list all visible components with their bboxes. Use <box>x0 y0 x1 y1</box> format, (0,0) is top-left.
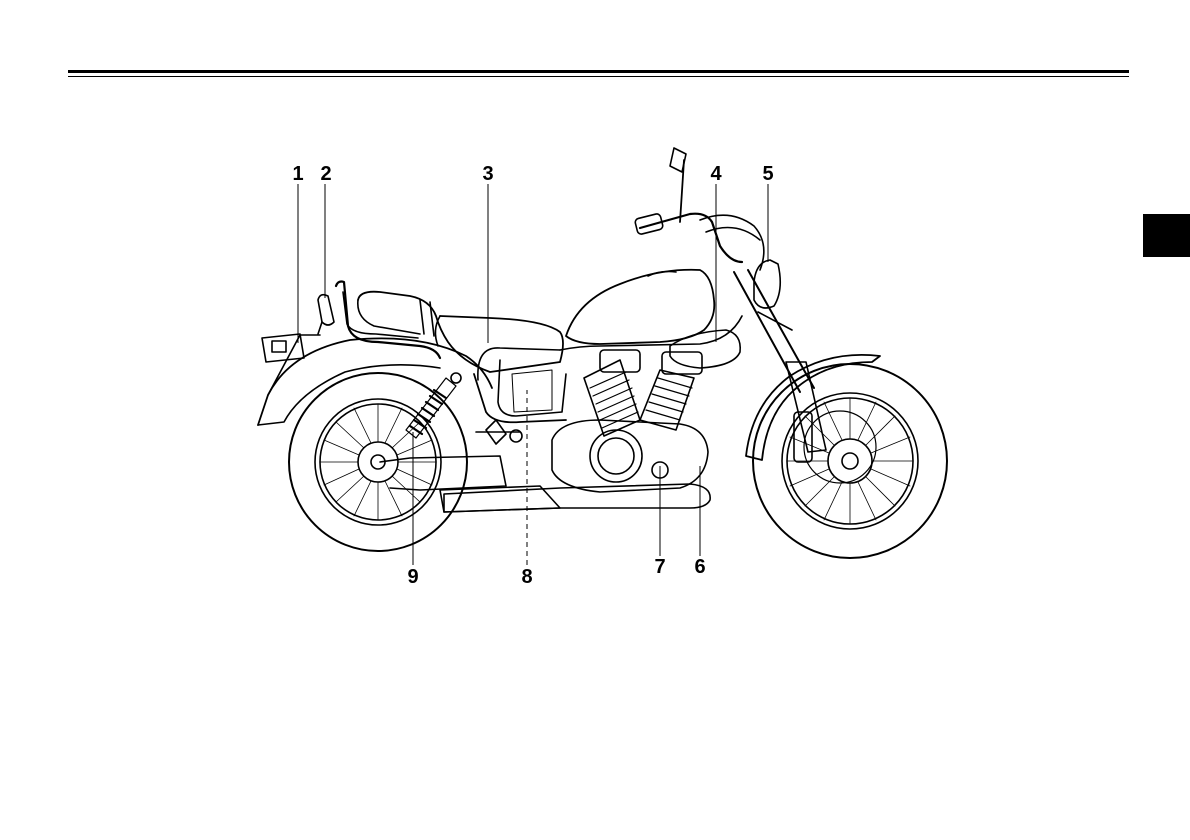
callout-4: 4 <box>710 163 722 185</box>
callout-8: 8 <box>521 566 532 588</box>
callout-6: 6 <box>694 556 705 578</box>
callout-7: 7 <box>654 556 665 578</box>
rear-wheel <box>289 373 467 551</box>
callout-1: 1 <box>292 163 303 185</box>
callout-9: 9 <box>407 566 418 588</box>
callout-5: 5 <box>762 163 773 185</box>
callout-3: 3 <box>482 163 493 185</box>
callout-2: 2 <box>320 163 331 185</box>
rear-shock <box>406 373 461 438</box>
front-wheel <box>753 364 947 558</box>
engine <box>552 350 708 492</box>
